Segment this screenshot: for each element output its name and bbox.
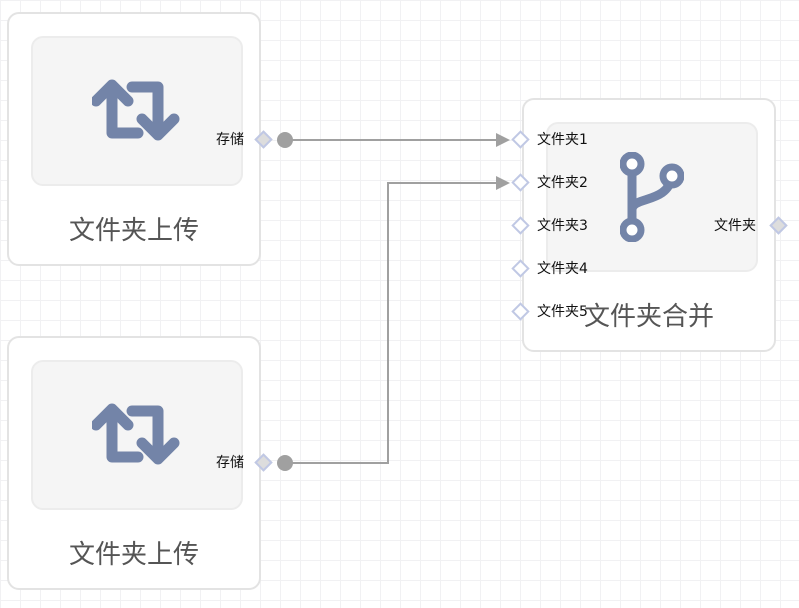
output-port-label: 文件夹 xyxy=(714,218,756,234)
retweet-icon xyxy=(92,403,180,465)
node-folder-upload-1[interactable]: 文件夹上传 xyxy=(7,12,261,266)
node-title: 文件夹上传 xyxy=(68,540,199,570)
edge-source-handle[interactable] xyxy=(277,132,293,148)
node-icon-box xyxy=(546,122,758,272)
node-icon-box xyxy=(31,360,243,510)
edge-upload2-to-merge-input2[interactable] xyxy=(285,182,500,464)
code-branch-icon xyxy=(620,152,684,242)
input-port-label: 文件夹5 xyxy=(537,304,588,320)
node-title: 文件夹合并 xyxy=(583,302,714,332)
node-title: 文件夹上传 xyxy=(68,216,199,246)
arrow-head xyxy=(496,176,510,190)
input-port-label: 文件夹4 xyxy=(537,261,588,277)
node-icon-box xyxy=(31,36,243,186)
node-folder-upload-2[interactable]: 文件夹上传 xyxy=(7,336,261,590)
arrow-head xyxy=(496,133,510,147)
retweet-icon xyxy=(92,79,180,141)
input-port-label: 文件夹1 xyxy=(537,132,588,148)
edge-source-handle[interactable] xyxy=(277,455,293,471)
input-port-label: 文件夹3 xyxy=(537,218,588,234)
input-port-label: 文件夹2 xyxy=(537,175,588,191)
output-port-label: 存储 xyxy=(216,455,244,471)
output-port-label: 存储 xyxy=(216,132,244,148)
